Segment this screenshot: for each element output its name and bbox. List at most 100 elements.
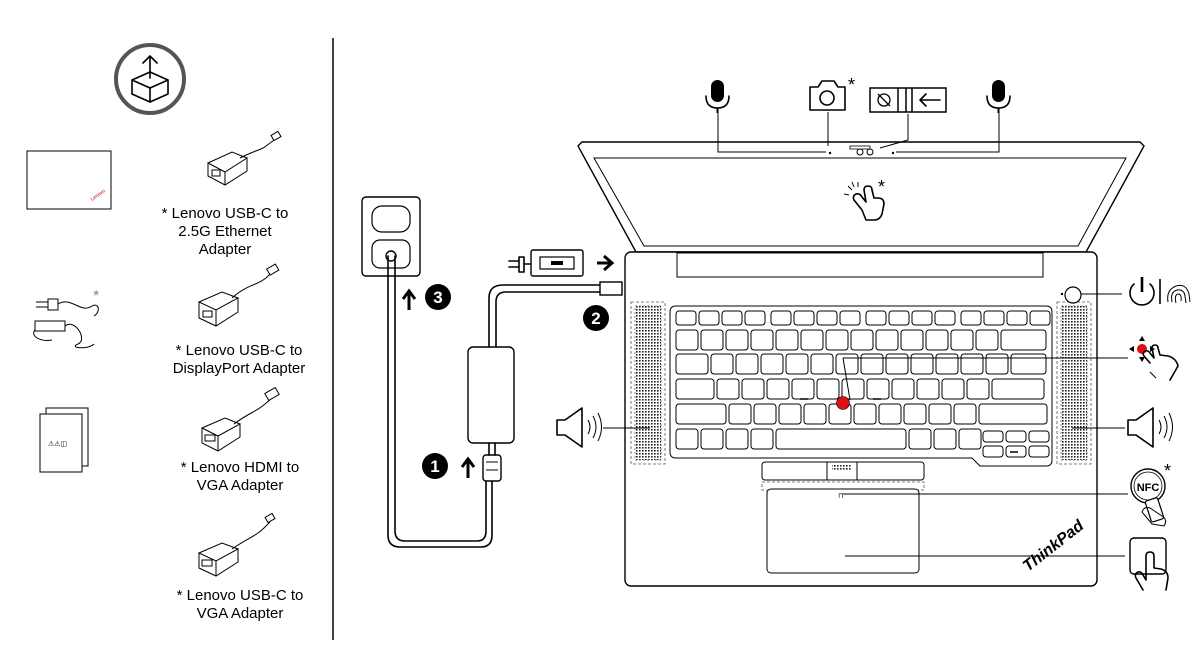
- svg-text:⊓: ⊓: [838, 493, 843, 500]
- step-3-badge: 3: [401, 284, 451, 310]
- keyboard-key: [960, 310, 982, 326]
- keyboard-key: [698, 310, 720, 326]
- keyboard-key: [810, 353, 834, 375]
- keyboard-key: [716, 378, 740, 400]
- displayport-adapter-icon: [197, 263, 280, 327]
- keyboard-key: [934, 310, 956, 326]
- keyboard-key: [903, 403, 927, 425]
- privacy-shutter-icon: [869, 87, 947, 113]
- keyboard-key: [1000, 329, 1047, 351]
- keyboard-key: [1005, 430, 1027, 443]
- step-2-badge: 2: [583, 305, 609, 331]
- keyboard-key: [953, 403, 977, 425]
- keyboard-key: [721, 310, 743, 326]
- keyboard-key: [791, 378, 815, 400]
- power-cord-icon: *: [33, 288, 99, 349]
- power-icon: [1129, 277, 1161, 306]
- step-1-badge: 1: [422, 453, 476, 479]
- keyboard-key: [675, 329, 699, 351]
- camera-icon: *: [809, 75, 855, 111]
- keyboard-key: [728, 403, 752, 425]
- keyboard-key: [760, 353, 784, 375]
- svg-text:3: 3: [433, 288, 442, 307]
- keyboard-key: [888, 310, 910, 326]
- usbc-vga-adapter-icon: [197, 512, 276, 577]
- svg-text:*: *: [93, 288, 99, 305]
- keyboard-key: [675, 353, 709, 375]
- keyboard-key: [753, 403, 777, 425]
- svg-text:⚠⚠◫: ⚠⚠◫: [48, 440, 67, 448]
- keyboard-key: [710, 353, 734, 375]
- speaker-icon-right: [1127, 407, 1173, 448]
- keyboard-key: [850, 329, 874, 351]
- usbc-connector-icon: [508, 249, 615, 277]
- svg-text:*: *: [1164, 461, 1171, 481]
- laptop-lid: [577, 141, 1145, 253]
- keyboard-key: [982, 430, 1004, 443]
- fingerprint-icon: [1167, 284, 1191, 304]
- svg-text:2: 2: [591, 309, 600, 328]
- hdmi-vga-adapter-icon: [200, 386, 280, 452]
- keyboard-key: [866, 378, 890, 400]
- keyboard-key: [800, 329, 824, 351]
- keyboard-key: [803, 403, 827, 425]
- keyboard-key: [793, 310, 815, 326]
- keyboard-key: [860, 353, 884, 375]
- unbox-icon: [114, 43, 186, 115]
- keyboard-key: [935, 353, 959, 375]
- keyboard-key: [750, 428, 774, 450]
- keyboard-key: [885, 353, 909, 375]
- keyboard-key: [744, 310, 766, 326]
- keyboard-key: [735, 353, 759, 375]
- keyboard-key: [910, 353, 934, 375]
- keyboard-key: [825, 329, 849, 351]
- keyboard-key: [928, 403, 952, 425]
- nfc-icon: NFC *: [1130, 461, 1171, 527]
- keyboard-key: [925, 329, 949, 351]
- touch-icon: *: [843, 177, 885, 221]
- keyboard-key: [950, 329, 974, 351]
- keyboard-key: [916, 378, 940, 400]
- keyboard-key: [725, 329, 749, 351]
- keyboard-key: [875, 329, 899, 351]
- keyboard-key: [1028, 445, 1050, 458]
- keyboard-key: [1006, 310, 1028, 326]
- keyboard-key: [908, 428, 932, 450]
- keyboard-key: [750, 329, 774, 351]
- keyboard-key: [766, 378, 790, 400]
- keyboard-key: [975, 329, 999, 351]
- keyboard-key: [675, 403, 727, 425]
- wall-outlet-icon: [361, 196, 421, 277]
- microphone-icon-right: [986, 80, 1011, 113]
- keyboard-key: [960, 353, 984, 375]
- keyboard-key: [770, 310, 792, 326]
- keyboard-key: [853, 403, 877, 425]
- keyboard-key: [1028, 430, 1050, 443]
- trackpoint-icon: [1129, 336, 1179, 381]
- keyboard-key: [1029, 310, 1051, 326]
- power-adapter-icon: [467, 346, 515, 482]
- svg-text:1: 1: [430, 457, 439, 476]
- keyboard-key: [878, 403, 902, 425]
- keyboard-key: [835, 353, 859, 375]
- keyboard-key: [978, 403, 1048, 425]
- microphone-icon: [705, 80, 730, 113]
- keyboard-key: [700, 428, 724, 450]
- laptop-base: ⊓ ThinkPad: [624, 251, 1098, 587]
- svg-text:NFC: NFC: [1137, 482, 1160, 494]
- keyboard-key: [900, 329, 924, 351]
- keyboard-key: [816, 378, 840, 400]
- keyboard-key: [865, 310, 887, 326]
- keyboard-key: [941, 378, 965, 400]
- keyboard-key: [675, 310, 697, 326]
- keyboard-key: [985, 353, 1009, 375]
- keyboard-key: [839, 310, 861, 326]
- ethernet-adapter-icon: [206, 130, 282, 186]
- keyboard-key: [741, 378, 765, 400]
- keyboard-key: [1010, 353, 1047, 375]
- keyboard-key: [675, 428, 699, 450]
